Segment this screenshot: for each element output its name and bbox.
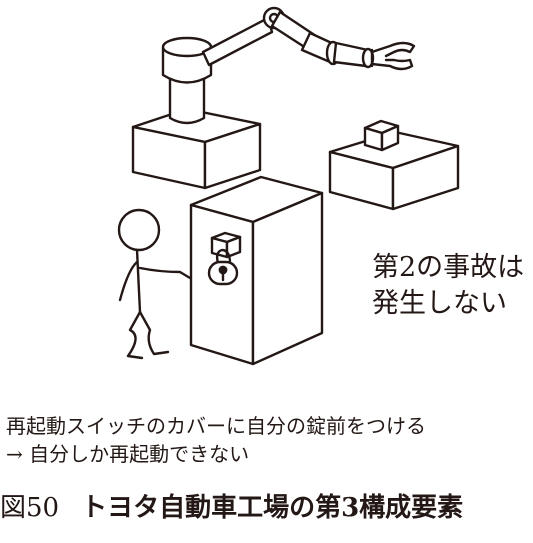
explanation-line-2: → 自分しか再起動できない	[6, 442, 250, 466]
figure-caption: 図50 トヨタ自動車工場の第3構成要素	[0, 488, 463, 528]
lock-icon	[207, 248, 239, 286]
accident-annotation: 第2の事故は 発生しない	[372, 250, 524, 322]
robot-base-box	[131, 107, 262, 190]
explanation-text: 再起動スイッチのカバーに自分の錠前をつける → 自分しか再起動できない	[6, 412, 426, 468]
annotation-line-2: 発生しない	[372, 288, 507, 319]
figure-number: 図50	[0, 493, 60, 523]
parts-box	[328, 119, 460, 211]
switch-cover	[210, 231, 242, 259]
robot-arm	[161, 6, 416, 125]
annotation-line-1: 第2の事故は	[372, 252, 525, 283]
stick-figure-worker	[117, 208, 192, 360]
figure-title: トヨタ自動車工場の第3構成要素	[81, 493, 464, 523]
explanation-line-1: 再起動スイッチのカバーに自分の錠前をつける	[6, 414, 426, 438]
